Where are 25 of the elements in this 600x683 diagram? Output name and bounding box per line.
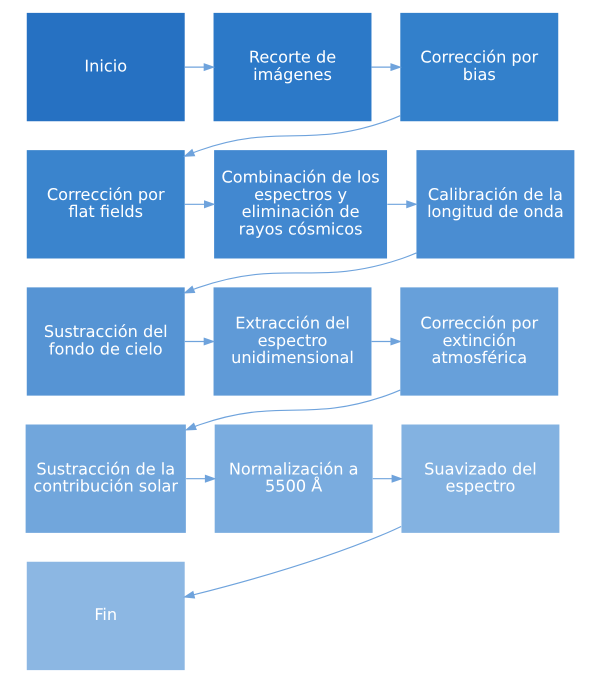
arrow — [186, 474, 216, 483]
node-box: Corrección por flat fields — [26, 150, 185, 258]
arrow — [372, 337, 402, 346]
node-box: Fin — [26, 562, 185, 670]
arrow — [184, 63, 216, 72]
node-box: Corrección por bias — [400, 12, 558, 122]
node-box: Sustracción de la contribución solar — [26, 424, 186, 533]
node-box: Calibración de la longitud de onda — [416, 150, 574, 258]
arrow — [372, 474, 404, 483]
node-box: Normalización a 5500 Å — [214, 424, 373, 533]
node-box: Extracción del espectro unidimensional — [214, 287, 372, 396]
arrow — [184, 390, 400, 431]
arrow — [183, 526, 402, 599]
node-box: Corrección por extinción atmosférica — [400, 287, 558, 396]
node-box: Suavizado del espectro — [401, 424, 560, 533]
arrow — [183, 252, 417, 294]
node-box: Recorte de imágenes — [214, 12, 372, 122]
node-box: Combinación de los espectros y eliminación de rayos cósmicos — [214, 150, 388, 258]
arrow — [372, 63, 402, 72]
arrow — [184, 200, 216, 208]
node-box: Inicio — [26, 12, 185, 122]
arrow — [183, 115, 400, 157]
node-box: Sustracción del fondo de cielo — [26, 287, 185, 396]
arrow — [387, 200, 418, 208]
arrow — [184, 337, 216, 346]
